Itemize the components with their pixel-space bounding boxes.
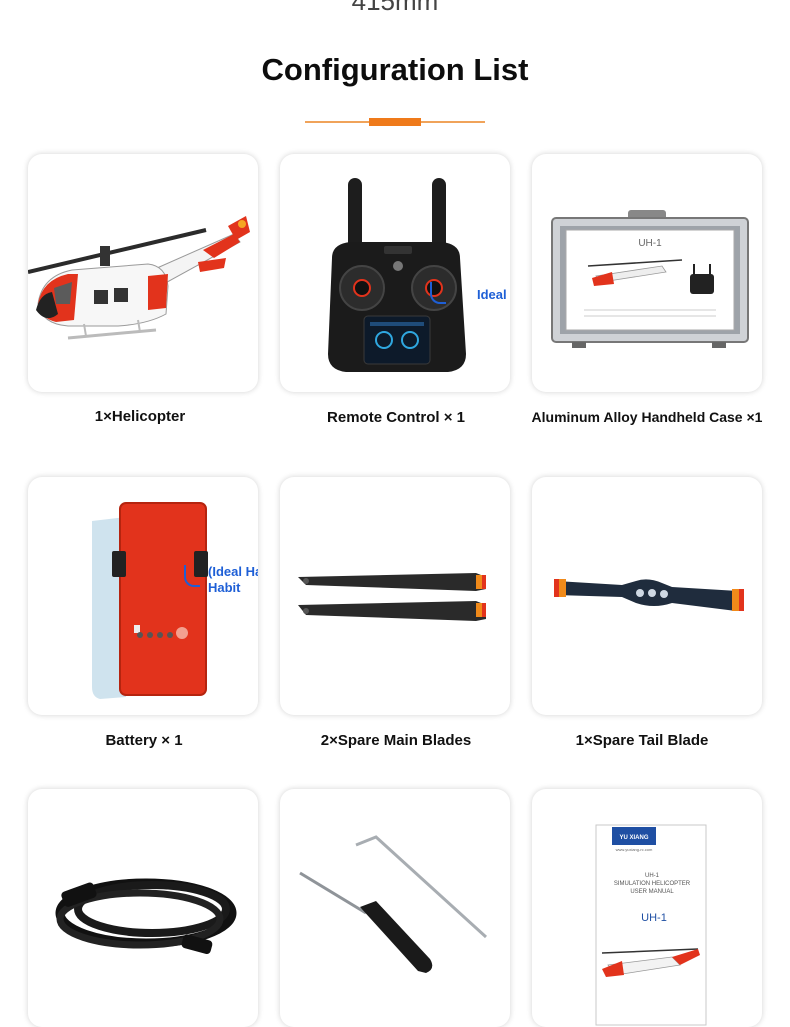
item-card-usb-cable xyxy=(28,789,258,1027)
tail-blade-icon xyxy=(554,579,744,611)
item-card-screwdriver xyxy=(280,789,510,1027)
item-card-user-manual: YU XIANG www.yuxiang-rc.com UH-1 SIMULAT… xyxy=(532,789,762,1027)
manual-site: www.yuxiang-rc.com xyxy=(616,847,653,852)
manual-line1: UH-1 xyxy=(645,873,660,879)
item-label: 1×Helicopter xyxy=(94,408,186,425)
cropped-dimension-text: 415mm xyxy=(351,0,439,16)
manual-line3: USER MANUAL xyxy=(630,889,674,895)
aluminum-case-icon: UH-1 xyxy=(551,210,749,348)
item-card-helicopter xyxy=(28,154,258,392)
item-label: 2×Spare Main Blades xyxy=(320,732,472,749)
battery-icon xyxy=(92,502,208,699)
watermark-text-line1: (Ideal Hang xyxy=(208,564,258,579)
remote-control-icon xyxy=(328,178,466,372)
watermark-hook-icon xyxy=(430,282,446,304)
item-label: Battery × 1 xyxy=(105,732,183,749)
item-card-remote-control: Ideal Hang xyxy=(280,154,510,392)
item-label: Aluminum Alloy Handheld Case ×1 xyxy=(531,409,763,425)
main-blades-icon xyxy=(298,573,486,621)
item-card-aluminum-case: UH-1 xyxy=(532,154,762,392)
usb-cable-icon xyxy=(55,878,237,955)
title-divider-accent xyxy=(369,118,421,126)
manual-brand: YU XIANG xyxy=(619,835,648,841)
manual-model: UH-1 xyxy=(641,912,667,924)
watermark-text-line2: Habit xyxy=(208,580,241,595)
item-card-tail-blade xyxy=(532,477,762,715)
manual-line2: SIMULATION HELICOPTER xyxy=(614,881,691,887)
watermark-hook-icon xyxy=(184,565,200,587)
page-title: Configuration List xyxy=(261,52,529,87)
screwdriver-icon xyxy=(299,835,488,973)
item-card-battery: (Ideal Hang Habit xyxy=(28,477,258,715)
user-manual-icon: YU XIANG www.yuxiang-rc.com UH-1 SIMULAT… xyxy=(595,824,707,1026)
helicopter-icon xyxy=(28,216,250,340)
case-sheet-model: UH-1 xyxy=(638,238,662,249)
item-label: Remote Control × 1 xyxy=(327,409,465,426)
item-label: 1×Spare Tail Blade xyxy=(575,732,709,749)
item-card-main-blades xyxy=(280,477,510,715)
watermark-text: Ideal Hang xyxy=(477,287,510,302)
